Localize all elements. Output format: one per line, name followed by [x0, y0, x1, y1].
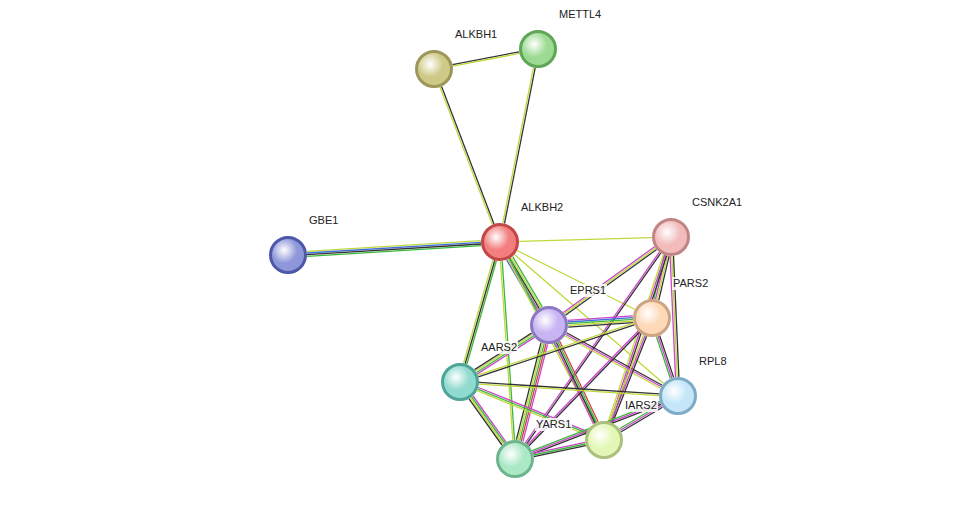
- evidence-line: [453, 53, 520, 66]
- interaction-edge: [469, 396, 506, 445]
- evidence-line: [478, 388, 587, 432]
- protein-node: ALKBH1: [415, 50, 453, 88]
- node-label: IARS2: [624, 399, 658, 412]
- interaction-edge: [307, 241, 481, 257]
- evidence-line: [477, 391, 586, 435]
- evidence-line: [534, 444, 586, 455]
- interaction-edge: [507, 257, 543, 311]
- node-label: RPL8: [698, 355, 728, 368]
- protein-node: RPL8: [659, 377, 697, 415]
- interaction-edge: [440, 86, 494, 224]
- evidence-line: [442, 86, 494, 224]
- evidence-line: [658, 336, 672, 378]
- evidence-line: [566, 334, 662, 387]
- node-label: PARS2: [672, 277, 709, 290]
- evidence-line: [478, 389, 587, 433]
- node-label: EPRS1: [569, 284, 607, 297]
- evidence-line: [656, 337, 670, 379]
- protein-node: PARS2: [633, 299, 671, 337]
- evidence-line: [477, 337, 534, 374]
- node-label: METTL4: [558, 8, 602, 21]
- protein-node: ALKBH2: [481, 223, 519, 261]
- evidence-line: [608, 255, 663, 422]
- protein-node: CSNK2A1: [652, 218, 690, 256]
- protein-node: IARS2: [585, 421, 623, 459]
- node-label: ALKBH1: [454, 28, 498, 41]
- evidence-line: [503, 68, 534, 224]
- evidence-line: [534, 446, 586, 457]
- evidence-line: [476, 335, 533, 372]
- interaction-edge: [453, 52, 520, 66]
- evidence-line: [307, 246, 481, 257]
- evidence-line: [479, 384, 659, 396]
- evidence-line: [479, 382, 659, 394]
- interaction-edge: [608, 255, 666, 423]
- protein-node: GBE1: [269, 236, 307, 274]
- interaction-edge: [670, 256, 679, 377]
- node-label: ALKBH2: [520, 201, 564, 214]
- interaction-edge: [517, 251, 635, 310]
- evidence-line: [513, 257, 543, 307]
- interaction-edge: [477, 388, 587, 435]
- evidence-line: [307, 244, 481, 255]
- interaction-edge: [479, 382, 659, 395]
- evidence-line: [472, 397, 505, 443]
- evidence-line: [519, 238, 652, 242]
- evidence-line: [470, 398, 503, 444]
- evidence-line: [469, 399, 502, 445]
- evidence-line: [517, 251, 635, 310]
- node-label: YARS1: [535, 418, 572, 431]
- interaction-edge: [533, 442, 586, 456]
- protein-node: METTL4: [519, 30, 557, 68]
- node-label: GBE1: [308, 214, 339, 227]
- node-label: CSNK2A1: [691, 196, 743, 209]
- evidence-line: [660, 336, 674, 378]
- interaction-edge: [656, 336, 673, 379]
- interaction-edge: [519, 238, 652, 242]
- protein-node: AARS2: [441, 363, 479, 401]
- protein-node: EPRS1: [530, 306, 568, 344]
- evidence-line: [440, 87, 492, 225]
- evidence-line: [477, 336, 534, 373]
- node-label: AARS2: [480, 341, 518, 354]
- protein-node: YARS1: [496, 440, 534, 478]
- evidence-line: [473, 396, 506, 442]
- evidence-line: [453, 52, 520, 65]
- interaction-edge: [568, 316, 634, 327]
- evidence-line: [475, 333, 532, 370]
